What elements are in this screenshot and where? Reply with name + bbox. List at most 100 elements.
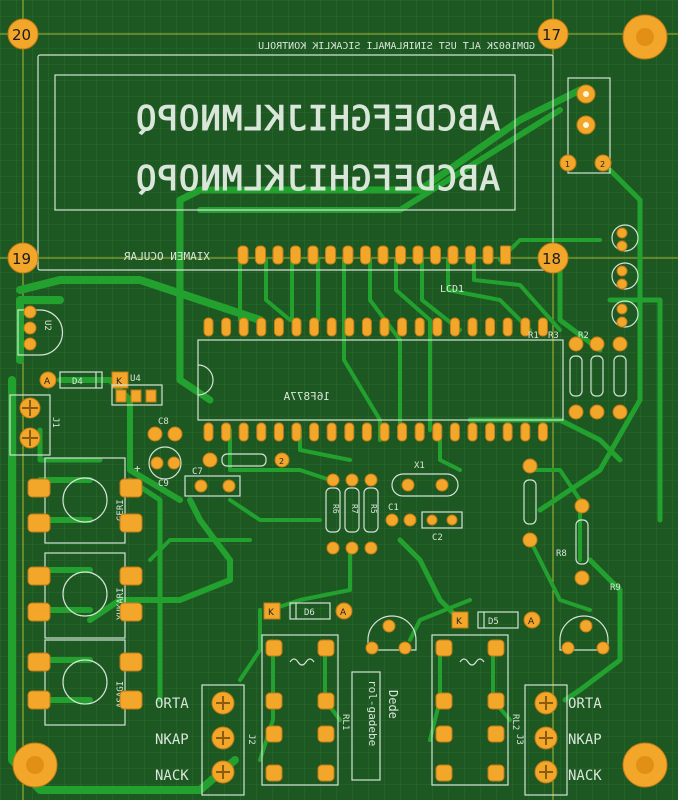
svg-text:C9: C9: [158, 479, 169, 489]
lcd-pin: [447, 245, 459, 265]
lcd-pin: [342, 245, 354, 265]
svg-text:R6: R6: [331, 504, 340, 514]
pic-pin: [537, 422, 548, 442]
pic-pin: [414, 317, 425, 337]
svg-text:D6: D6: [304, 608, 315, 618]
screw-terminal-pads: [211, 691, 558, 784]
pic-pin: [520, 422, 531, 442]
svg-text:K: K: [268, 608, 275, 618]
corner-markers: 20 17 19 18: [7, 18, 569, 274]
svg-text:19: 19: [12, 250, 31, 268]
svg-text:X1: X1: [414, 461, 425, 471]
pic-pin: [414, 422, 425, 442]
d4-diode: A D4 K: [39, 371, 129, 389]
c7-capacitor: C7: [184, 467, 241, 497]
svg-text:RL1: RL1: [340, 714, 350, 730]
pic-pin: [326, 317, 337, 337]
svg-text:R3: R3: [548, 331, 559, 341]
pic-pin: [397, 317, 408, 337]
button-pin: [119, 690, 143, 710]
u4-regulator: U4: [111, 374, 163, 406]
pic-pads: [203, 317, 548, 442]
button-pin: [119, 513, 143, 533]
svg-text:K: K: [456, 617, 463, 627]
pic-pin: [467, 317, 478, 337]
d6-diode: K D6 A: [263, 602, 353, 620]
svg-text:U4: U4: [130, 374, 141, 384]
lcd-pin: [360, 245, 371, 265]
board-title: GDM1602K ALT UST SINIRLAMALI SICAKLIK KO…: [258, 41, 535, 52]
svg-text:D4: D4: [72, 377, 83, 387]
c8-capacitor: C8: [147, 417, 183, 442]
svg-text:R9: R9: [610, 583, 621, 593]
lcd-row-2: ABCDEFGHIJKLMNOPQ: [135, 159, 500, 199]
svg-text:ORTA: ORTA: [155, 696, 189, 712]
svg-text:ORTA: ORTA: [568, 696, 602, 712]
j2-terminal: J2: [201, 684, 256, 796]
svg-text:2: 2: [600, 160, 605, 169]
button-pin: [119, 652, 143, 672]
pic-pin: [221, 317, 232, 337]
pic-pin: [502, 422, 513, 442]
pic-pin: [449, 317, 460, 337]
svg-text:A: A: [528, 617, 535, 627]
svg-text:C1: C1: [388, 503, 399, 513]
pic-pin: [361, 317, 372, 337]
svg-text:NACK: NACK: [155, 768, 189, 784]
pic-pin: [256, 422, 267, 442]
relay-text: Dede: [386, 690, 400, 719]
pic-pin: [432, 422, 443, 442]
u2-regulator: U2: [17, 305, 64, 356]
q1-transistor: [365, 615, 417, 655]
r1-r3-resistors: R1 R3 R2: [528, 331, 628, 420]
corner-mark-19: [7, 242, 39, 274]
svg-text:R2: R2: [578, 331, 589, 341]
svg-text:RL2: RL2: [510, 714, 520, 730]
lcd-pin: [290, 245, 301, 265]
pic-pin: [273, 317, 284, 337]
relay-rl2: RL2: [431, 634, 520, 786]
pic-pin: [379, 317, 390, 337]
corner-mark-17: [537, 18, 569, 50]
svg-text:U2: U2: [42, 320, 52, 331]
corner-mark-18: [537, 242, 569, 274]
relay-rl1: RL1: [261, 634, 350, 786]
svg-text:17: 17: [542, 26, 561, 44]
pic-pin: [309, 317, 320, 337]
svg-text:C7: C7: [192, 467, 203, 477]
svg-text:NACK: NACK: [568, 768, 602, 784]
button-pin: [27, 652, 51, 672]
svg-text:+: +: [134, 462, 141, 475]
svg-text:NKAP: NKAP: [155, 732, 189, 748]
d5-diode: K D5 A: [451, 611, 541, 629]
svg-text:R5: R5: [369, 504, 378, 514]
pic-pin: [467, 422, 478, 442]
pic-pin: [344, 317, 355, 337]
pic-pin: [485, 422, 496, 442]
pic-pin: [309, 422, 320, 442]
pic-pin: [520, 317, 531, 337]
svg-text:J2: J2: [246, 734, 256, 745]
resistor-group-r5-r7: R6 R7 R5: [325, 473, 379, 555]
svg-text:A: A: [44, 377, 51, 387]
button-pin: [27, 602, 51, 622]
terminal-labels-left: ORTA NKAP NACK: [155, 696, 189, 784]
svg-text:20: 20: [12, 26, 31, 44]
lcd-pin: [395, 245, 406, 265]
j1-terminal: J1: [9, 394, 60, 456]
r-chip-resistor: 2: [202, 452, 290, 468]
button-pin: [27, 478, 51, 498]
pic-pin: [238, 317, 249, 337]
g1-connector: 1 2: [559, 77, 612, 174]
relay-info-block: Dede rol-gadebe: [351, 671, 400, 781]
lcd-pin: [255, 245, 266, 265]
relay-text-2: rol-gadebe: [366, 680, 379, 746]
chip-label: 16F877A: [283, 390, 330, 403]
lcd-module: ABCDEFGHIJKLMNOPQ ABCDEFGHIJKLMNOPQ XIAM…: [37, 54, 554, 295]
pic-pin: [379, 422, 390, 442]
pic-pin: [203, 317, 214, 337]
lcd-pin: [237, 245, 249, 265]
pic-pin: [344, 422, 355, 442]
